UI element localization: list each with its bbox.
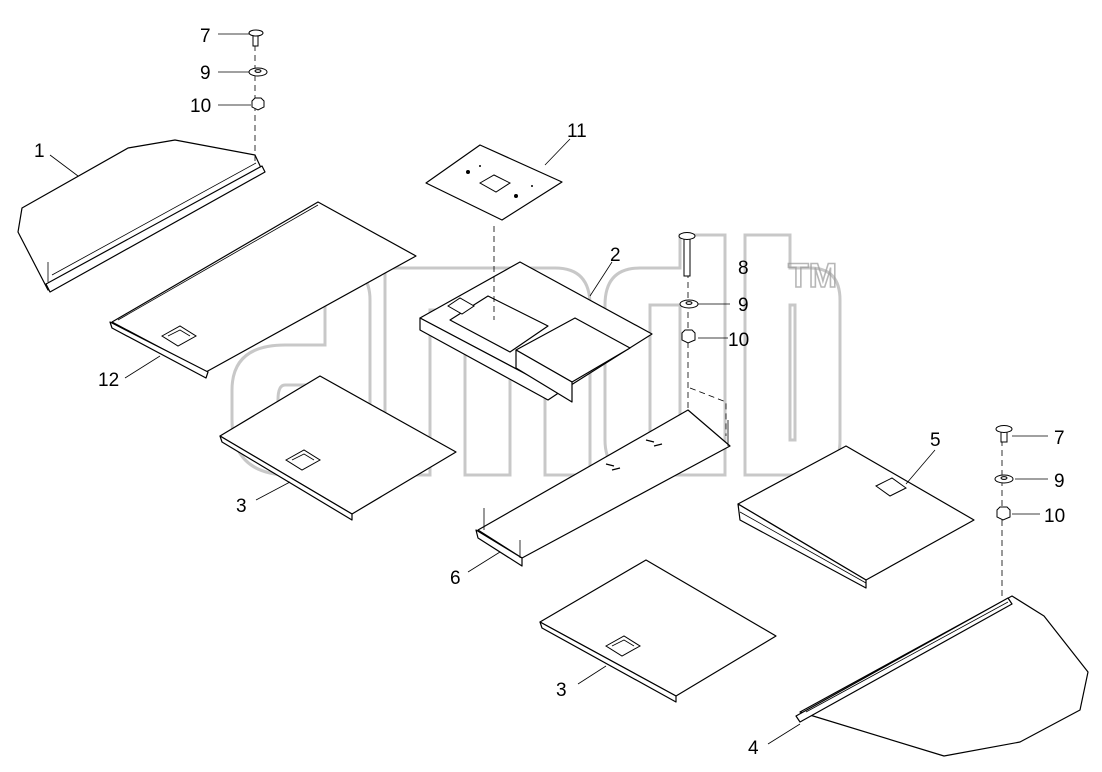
callout-1: 1 (34, 141, 45, 162)
callout-7-top: 7 (200, 26, 211, 47)
callout-7-right: 7 (1054, 428, 1065, 449)
callout-10-center: 10 (728, 330, 749, 351)
callout-3-upper: 3 (236, 496, 247, 517)
callout-6: 6 (450, 568, 461, 589)
hardware-stack-right (994, 425, 1014, 521)
part-3-lower-panel (539, 559, 777, 703)
watermark-trademark: TM (788, 257, 837, 295)
nut-icon (251, 97, 265, 111)
nut-icon (996, 506, 1011, 521)
part-5-right-panel (737, 445, 975, 589)
part-12-floor-panel (109, 201, 417, 379)
nut-icon (681, 329, 696, 344)
callout-4: 4 (748, 738, 759, 759)
panel-handle-icon (605, 635, 641, 657)
callout-3-lower: 3 (556, 680, 567, 701)
long-bolt-icon (683, 235, 691, 277)
part-11-cover-plate (425, 144, 563, 221)
part-6-floor-board (475, 409, 731, 567)
callout-9-right: 9 (1054, 471, 1065, 492)
callout-9-top: 9 (200, 63, 211, 84)
part-2-center-housing (419, 261, 653, 403)
callout-11: 11 (567, 121, 587, 142)
callout-8: 8 (738, 258, 749, 279)
callout-5: 5 (930, 430, 941, 451)
panel-handle-icon (285, 449, 321, 471)
plate-latch-icon (478, 174, 512, 193)
callout-12: 12 (98, 370, 119, 391)
panel-handle-icon (875, 477, 907, 497)
hardware-stack-top-left (248, 29, 268, 111)
callout-10-right: 10 (1044, 506, 1065, 527)
leader-lines (49, 33, 1048, 745)
callout-labels: 1 7 9 10 12 3 11 2 8 9 10 6 5 7 9 10 3 4 (34, 26, 1065, 759)
panel-handle-icon (161, 325, 197, 347)
callout-10-top: 10 (190, 96, 211, 117)
hardware-stack-center (678, 232, 699, 344)
callout-2: 2 (610, 245, 621, 266)
callout-9-center: 9 (738, 295, 749, 316)
part-1-side-panel (17, 139, 266, 293)
part-3-upper-panel (219, 375, 457, 521)
part-4-side-panel (795, 595, 1089, 757)
